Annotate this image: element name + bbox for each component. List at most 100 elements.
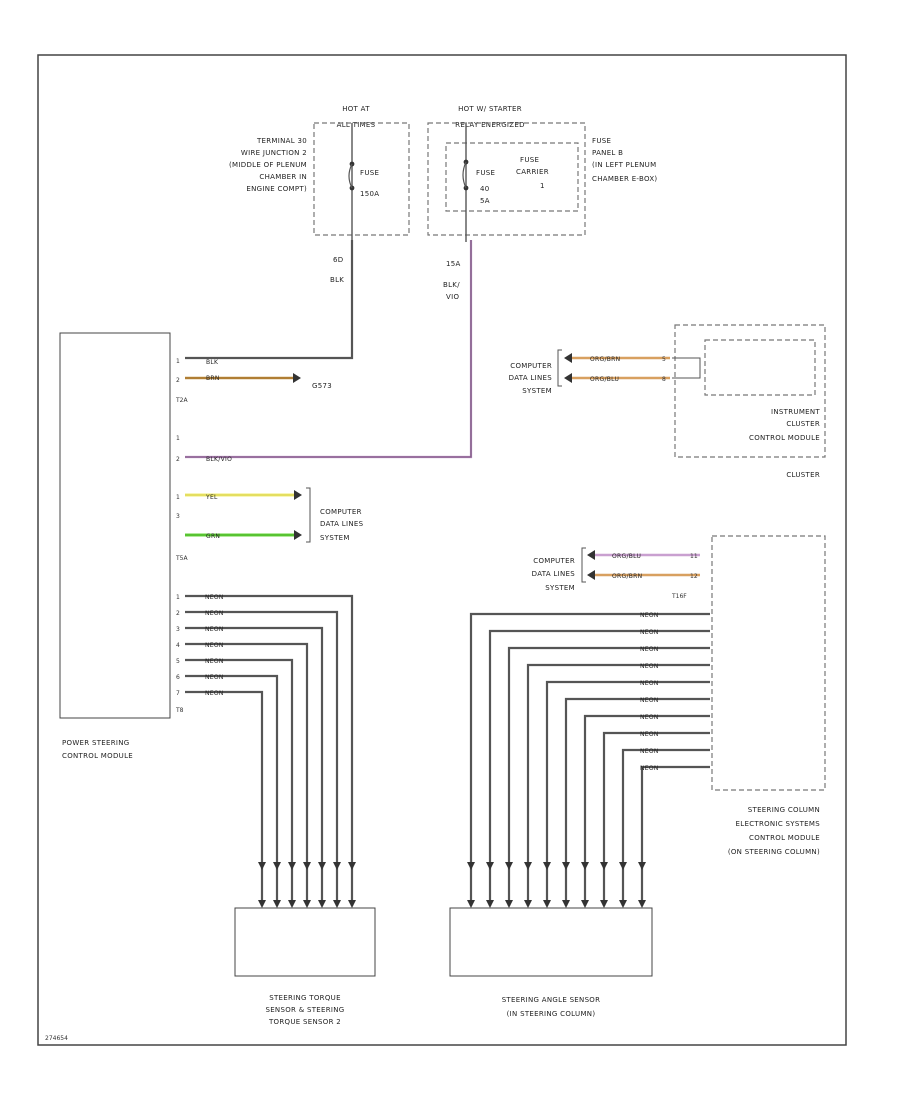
t16f-wire-label: NEON [640, 748, 659, 755]
t8-connector-bottom [303, 900, 311, 908]
t8-connector-bottom [318, 900, 326, 908]
pscm-pin-3: 3 [176, 513, 180, 520]
svg-text:(ON STEERING COLUMN): (ON STEERING COLUMN) [728, 848, 820, 856]
t8-connector-top [318, 862, 326, 870]
t16f-connector-bottom [467, 900, 475, 908]
svg-text:40: 40 [480, 185, 490, 193]
wire-brn-ground-label: BRN [206, 375, 220, 382]
wire-blk-vio-ignition-core [185, 240, 472, 458]
svg-text:FUSE: FUSE [476, 169, 495, 177]
t16f-wire-label: NEON [640, 680, 659, 687]
t16f-wire-label: NEON [640, 765, 659, 772]
svg-text:BLK: BLK [330, 276, 344, 284]
t8-pin: 4 [176, 642, 180, 649]
t8-connector-top [348, 862, 356, 870]
fuse-panel-label: FUSE PANEL B (IN LEFT PLENUM CHAMBER E-B… [592, 137, 657, 183]
steering-column-module-box [711, 535, 826, 791]
t8-connector-bottom [273, 900, 281, 908]
connector-t5a-label: T5A [175, 555, 188, 562]
wire-blk-vio-ignition [185, 240, 473, 459]
t16f-connector-top [486, 862, 494, 870]
pscm-pin-1c: 1 [176, 494, 180, 501]
t16f-wire-label: NEON [640, 731, 659, 738]
hot-with-starter-label: HOT W/ STARTER RELAY ENERGIZED [455, 105, 524, 129]
wire-blk-power-label: BLK [206, 359, 219, 366]
t8-connector-bottom [258, 900, 266, 908]
svg-text:STEERING TORQUE: STEERING TORQUE [269, 994, 341, 1002]
t8-pin: 6 [176, 674, 180, 681]
column-pin-11: 11 [690, 553, 698, 560]
wire-org-brn-column-label: ORG/BRN [612, 573, 642, 580]
terminal-junction-label: TERMINAL 30 WIRE JUNCTION 2 (MIDDLE OF P… [229, 137, 307, 193]
fuse-panel-outer-box [427, 122, 586, 236]
t16f-connector-top [505, 862, 513, 870]
t16f-connector-bottom [562, 900, 570, 908]
t8-connector-bottom [333, 900, 341, 908]
svg-text:CONTROL MODULE: CONTROL MODULE [749, 834, 820, 842]
svg-text:6D: 6D [333, 256, 343, 264]
svg-text:BLK/: BLK/ [443, 281, 460, 289]
svg-text:(IN LEFT PLENUM: (IN LEFT PLENUM [592, 161, 656, 169]
svg-text:COMPUTER: COMPUTER [510, 362, 552, 370]
svg-text:STEERING ANGLE SENSOR: STEERING ANGLE SENSOR [502, 996, 601, 1004]
t16f-wire-label: NEON [640, 629, 659, 636]
t8-connector-top [303, 862, 311, 870]
svg-text:TERMINAL 30: TERMINAL 30 [256, 137, 307, 145]
cluster-pin-8: 8 [662, 376, 666, 383]
svg-text:SYSTEM: SYSTEM [545, 584, 575, 592]
svg-text:HOT W/ STARTER: HOT W/ STARTER [458, 105, 522, 113]
t16f-connector-bottom [600, 900, 608, 908]
can-bracket-column [581, 547, 586, 583]
pscm-pin-1: 1 [176, 358, 180, 365]
wire-yel-label: YEL [205, 494, 218, 501]
t16f-connector-top [581, 862, 589, 870]
cluster-outer-box [674, 324, 826, 458]
pscm-label: POWER STEERING CONTROL MODULE [62, 739, 133, 760]
svg-text:COMPUTER: COMPUTER [533, 557, 575, 565]
svg-text:150A: 150A [360, 190, 379, 198]
wire-org-blu-cluster-label: ORG/BLU [590, 376, 619, 383]
t8-wire-label: NEON [205, 674, 224, 681]
t16f-wire [469, 612, 710, 906]
pscm-pin-1b: 1 [176, 435, 180, 442]
computer-data-lines-cluster: COMPUTER DATA LINES SYSTEM [509, 362, 552, 395]
t8-pin: 2 [176, 610, 180, 617]
column-arrow-1 [587, 550, 595, 560]
t16f-connector-bottom [543, 900, 551, 908]
wire-org-blu-column-label: ORG/BLU [612, 553, 641, 560]
svg-text:SYSTEM: SYSTEM [522, 387, 552, 395]
t8-pin: 7 [176, 690, 180, 697]
wire-org-brn-cluster-label: ORG/BRN [590, 356, 620, 363]
t16f-wire-label: NEON [640, 646, 659, 653]
t16f-connector-top [638, 862, 646, 870]
svg-text:SENSOR & STEERING: SENSOR & STEERING [265, 1006, 344, 1014]
column-arrow-2 [587, 570, 595, 580]
power-steering-control-module [59, 332, 171, 719]
grn-arrow [294, 530, 302, 540]
column-pin-12: 12 [690, 573, 698, 580]
svg-text:DATA LINES: DATA LINES [320, 520, 364, 528]
wire-right-top-label: 15A BLK/ VIO [443, 260, 460, 301]
t8-pin: 3 [176, 626, 180, 633]
svg-text:CONTROL MODULE: CONTROL MODULE [749, 434, 820, 442]
t8-connector-top [258, 862, 266, 870]
fuse-carrier-label: FUSE CARRIER 1 [516, 156, 549, 190]
cluster-arrow-2 [564, 373, 572, 383]
svg-text:PANEL B: PANEL B [592, 149, 623, 157]
t16f-wire [545, 680, 710, 906]
t8-wire [185, 594, 354, 906]
fuse-left-symbol [348, 163, 353, 189]
t16f-connector-bottom [581, 900, 589, 908]
t8-wire [185, 610, 339, 906]
hot-at-all-times-label: HOT AT ALL TIMES [337, 105, 376, 129]
svg-text:CHAMBER IN: CHAMBER IN [259, 173, 307, 181]
t16f-connector-top [524, 862, 532, 870]
torque-sensor-label: STEERING TORQUE SENSOR & STEERING TORQUE… [265, 994, 344, 1026]
wire-blk-power [185, 240, 354, 360]
cluster-pin-5: 5 [662, 356, 666, 363]
t16f-connector-bottom [638, 900, 646, 908]
t8-wire-label: NEON [205, 642, 224, 649]
svg-text:STEERING COLUMN: STEERING COLUMN [748, 806, 820, 814]
